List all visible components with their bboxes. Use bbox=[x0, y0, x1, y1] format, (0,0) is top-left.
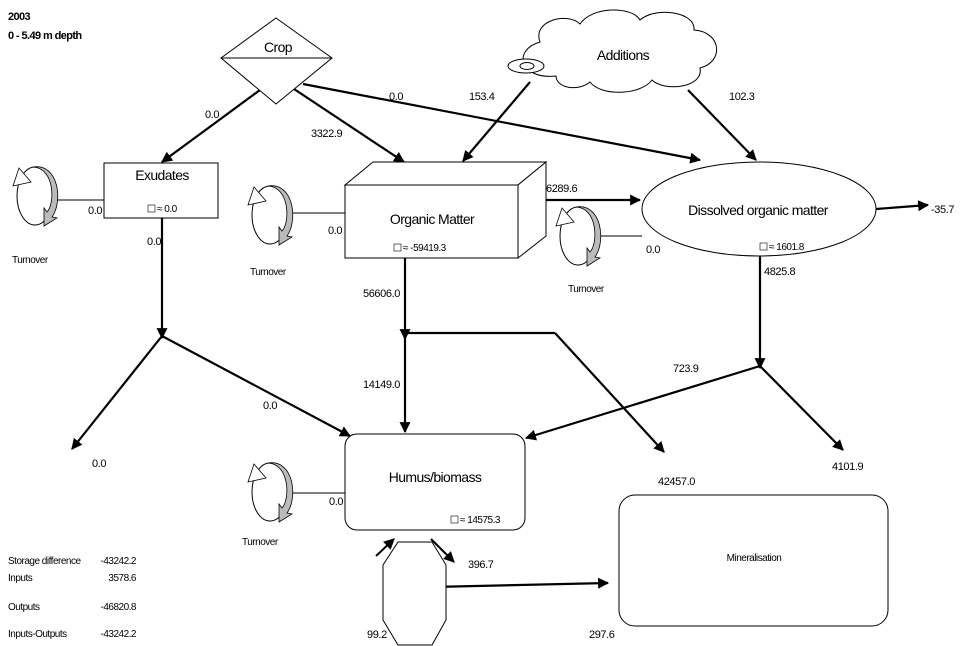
exchange-valve bbox=[375, 538, 455, 646]
organic-matter-label: Organic Matter bbox=[390, 211, 475, 227]
summary-label: Storage difference bbox=[8, 556, 81, 567]
arrow-exudates-to-humus bbox=[161, 335, 351, 437]
summary-label: Outputs bbox=[8, 602, 40, 613]
flow-dom-down: 4825.8 bbox=[764, 266, 796, 278]
turnover-value-dom: 0.0 bbox=[646, 244, 660, 256]
flow-om-to-dom: 6289.6 bbox=[546, 183, 578, 195]
turnover-icon bbox=[12, 166, 59, 227]
summary-value: -43242.2 bbox=[101, 556, 137, 567]
humus-storage: ≈ 14575.3 bbox=[460, 515, 501, 526]
summary-label: Inputs bbox=[8, 573, 33, 584]
flow-dom-to-humus: 723.9 bbox=[673, 363, 699, 375]
summary-value: 3578.6 bbox=[108, 573, 137, 584]
flow-to-mineralisation: 297.6 bbox=[589, 629, 615, 641]
flow-om-down: 56606.0 bbox=[363, 288, 400, 300]
summary-value: -46820.8 bbox=[101, 602, 137, 613]
turnover-label: Turnover bbox=[12, 255, 49, 266]
flow-exudates-down: 0.0 bbox=[147, 236, 161, 248]
summary-row: Inputs-Outputs -43242.2 bbox=[8, 629, 137, 640]
turnover-label: Turnover bbox=[250, 267, 287, 278]
arrow-crop-to-om bbox=[287, 84, 405, 163]
turnover-label: Turnover bbox=[242, 537, 279, 548]
arrow-crop-to-exudates bbox=[161, 89, 261, 163]
turnover-connectors bbox=[58, 199, 642, 494]
storage-icon bbox=[759, 242, 768, 251]
flow-humus-out: 396.7 bbox=[468, 559, 494, 571]
storage-icon bbox=[450, 515, 459, 524]
turnover-loop-exudates: Turnover 0.0 bbox=[12, 166, 103, 266]
organic-matter-node: Organic Matter ≈ -59419.3 bbox=[343, 160, 548, 260]
flow-dom-out: -35.7 bbox=[931, 204, 954, 216]
flow-labels: 0.0 0.0 3322.9 153.4 102.3 6289.6 -35.7 … bbox=[92, 91, 955, 641]
flow-crop-to-om: 3322.9 bbox=[311, 128, 343, 140]
turnover-icon bbox=[555, 206, 602, 267]
storage-icon bbox=[393, 243, 402, 252]
crop-label: Crop bbox=[264, 39, 293, 55]
flow-crop-to-exudates: 0.0 bbox=[205, 109, 219, 121]
flow-crop-to-dom: 0.0 bbox=[389, 91, 403, 103]
arrow-additions-to-om bbox=[462, 81, 531, 162]
flow-humus-in: 99.2 bbox=[367, 629, 387, 641]
arrow-exudates-loss bbox=[71, 335, 163, 450]
arrow-crop-to-dom bbox=[302, 82, 702, 164]
summary-row: Outputs -46820.8 bbox=[8, 602, 137, 613]
summary-row: Storage difference -43242.2 bbox=[8, 556, 137, 567]
exudates-storage: ≈ 0.0 bbox=[157, 204, 178, 215]
arrow-additions-to-dom bbox=[687, 89, 757, 161]
summary-row: Inputs 3578.6 bbox=[8, 573, 137, 584]
exudates-label: Exudates bbox=[135, 167, 189, 183]
additions-node: Additions bbox=[507, 9, 717, 93]
year-label: 2003 bbox=[8, 11, 31, 23]
summary-label: Inputs-Outputs bbox=[8, 629, 67, 640]
additions-label: Additions bbox=[597, 47, 650, 63]
turnover-value-humus: 0.0 bbox=[329, 496, 343, 508]
turnover-icon bbox=[247, 462, 294, 523]
flow-dom-loss: 4101.9 bbox=[832, 461, 864, 473]
dom-label: Dissolved organic matter bbox=[688, 202, 829, 218]
dom-storage: ≈ 1601.8 bbox=[769, 242, 805, 253]
storage-icon bbox=[147, 204, 156, 213]
dom-node: Dissolved organic matter ≈ 1601.8 bbox=[641, 161, 877, 257]
flow-additions-to-dom: 102.3 bbox=[729, 91, 755, 103]
mineralisation-node: Mineralisation bbox=[618, 494, 889, 627]
crop-node: Crop bbox=[220, 17, 333, 105]
flow-om-to-mineral: 42457.0 bbox=[658, 476, 695, 488]
exudates-node: Exudates ≈ 0.0 bbox=[103, 162, 219, 219]
summary-value: -43242.2 bbox=[101, 629, 137, 640]
arrow-to-mineralisation bbox=[431, 577, 610, 589]
arrow-dom-out bbox=[875, 200, 930, 212]
flow-exudates-loss: 0.0 bbox=[92, 458, 106, 470]
humus-label: Humus/biomass bbox=[389, 469, 482, 485]
flow-om-to-humus: 14149.0 bbox=[363, 379, 400, 391]
depth-label: 0 - 5.49 m depth bbox=[8, 30, 82, 42]
turnover-label: Turnover bbox=[568, 284, 605, 295]
turnover-loop-organic-matter: Turnover 0.0 bbox=[247, 185, 343, 278]
mineralisation-label: Mineralisation bbox=[727, 553, 782, 564]
flow-additions-to-om: 153.4 bbox=[469, 91, 495, 103]
summary-table: Storage difference -43242.2 Inputs 3578.… bbox=[8, 556, 137, 640]
turnover-loop-dom: Turnover 0.0 bbox=[555, 206, 661, 295]
humus-node: Humus/biomass ≈ 14575.3 bbox=[344, 433, 526, 531]
organic-matter-storage: ≈ -59419.3 bbox=[403, 243, 447, 254]
flow-exudates-to-humus: 0.0 bbox=[263, 400, 277, 412]
turnover-value-exudates: 0.0 bbox=[88, 205, 102, 217]
arrow-dom-to-humus bbox=[524, 364, 761, 441]
turnover-loop-humus: Turnover 0.0 bbox=[242, 462, 344, 548]
arrow-om-to-mineral bbox=[554, 332, 665, 453]
turnover-value-om: 0.0 bbox=[328, 225, 342, 237]
turnover-icon bbox=[247, 185, 294, 246]
arrow-dom-loss bbox=[759, 365, 844, 451]
